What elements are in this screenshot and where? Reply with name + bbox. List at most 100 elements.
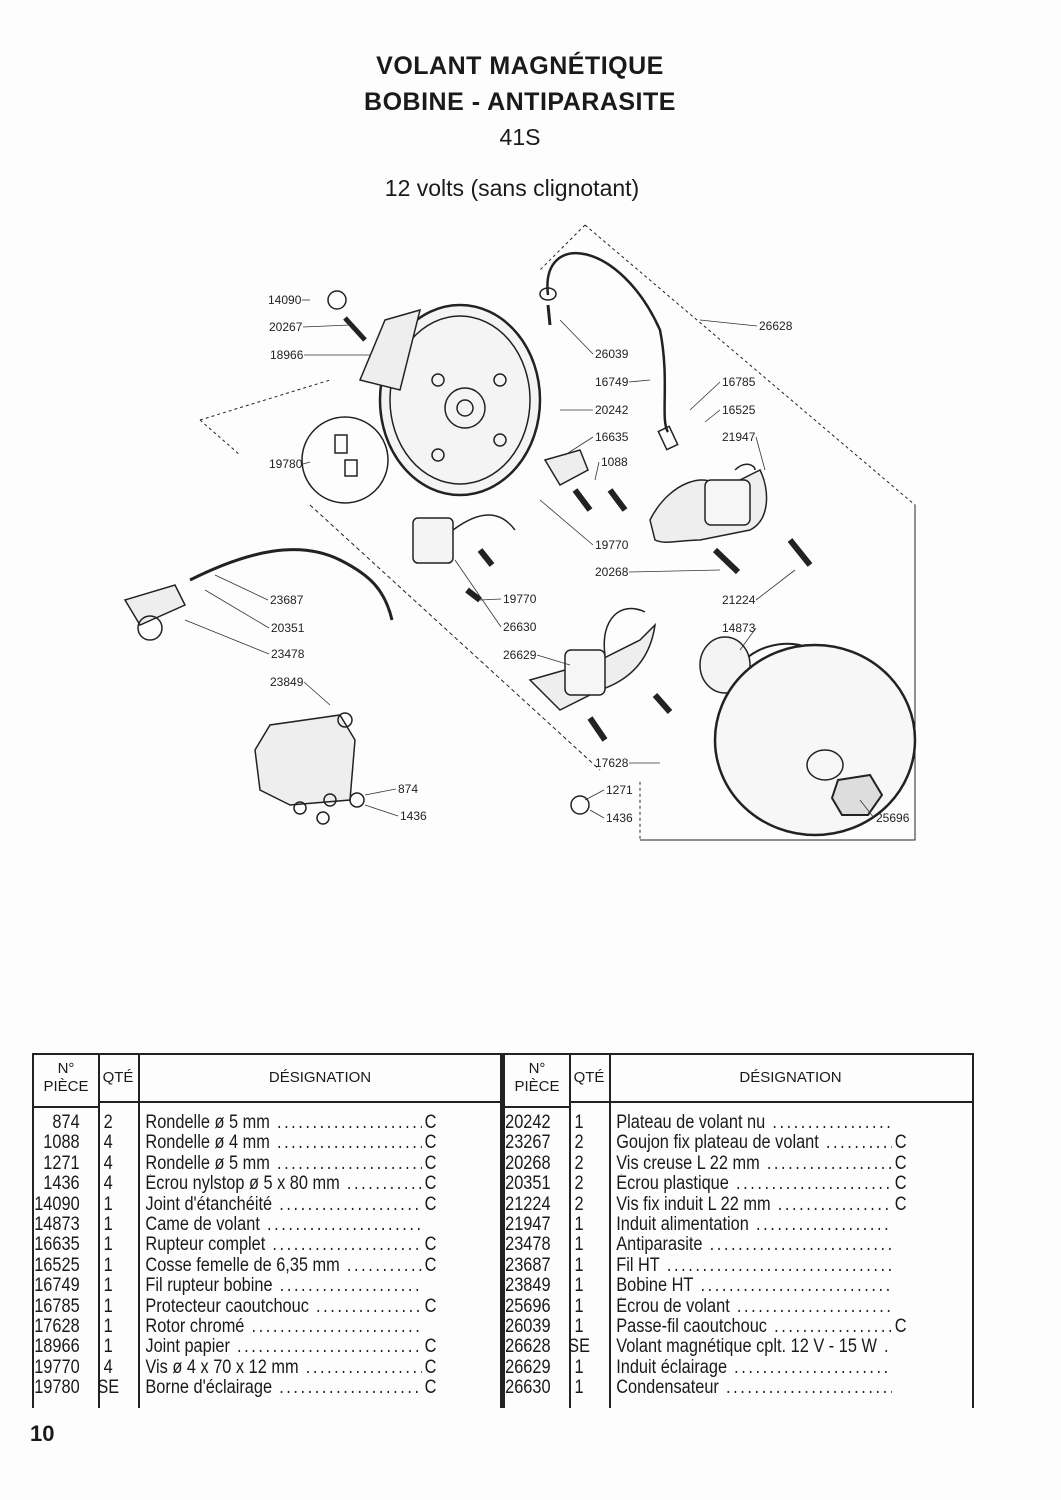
code xyxy=(892,1113,906,1133)
callout-leader-line xyxy=(302,461,311,465)
leader-dots: ........................................… xyxy=(666,1255,892,1276)
callout-label-21224: 21224 xyxy=(722,593,756,607)
code: C xyxy=(424,1112,437,1133)
callout-label-1088: 1088 xyxy=(601,455,628,469)
callout-label-874: 874 xyxy=(398,782,418,796)
callout-leader-line xyxy=(539,499,594,546)
code: C xyxy=(424,1152,437,1174)
exploded-parts-diagram: 1409020267189661978023687203512347823849… xyxy=(123,224,917,841)
designation: Induit éclairage .......................… xyxy=(616,1358,892,1378)
callout-label-14090: 14090 xyxy=(268,293,302,307)
callout-label-16635: 16635 xyxy=(595,430,629,444)
designation-text: Bobine HT xyxy=(616,1276,694,1297)
code: C xyxy=(424,1336,437,1358)
code: C xyxy=(424,1234,437,1256)
designation: Rotor chromé ...........................… xyxy=(145,1317,422,1337)
header-piece: PIÈCE xyxy=(43,1078,89,1095)
code xyxy=(422,1276,436,1296)
callout-leader-line xyxy=(302,324,351,328)
designation: Passe-fil caoutchouc ...................… xyxy=(616,1317,892,1337)
quantity: 1 xyxy=(103,1315,113,1337)
part-number: 26039 xyxy=(505,1315,551,1337)
quantity: 1 xyxy=(574,1213,584,1235)
designation: Rondelle ø 5 mm ........................… xyxy=(145,1113,422,1133)
designation-text: Borne d'éclairage xyxy=(145,1378,273,1399)
part-number: 16635 xyxy=(34,1234,80,1256)
designation: Antiparasite ...........................… xyxy=(616,1235,892,1255)
header-designation: DÉSIGNATION xyxy=(609,1055,972,1103)
code: C xyxy=(424,1377,437,1399)
part-number: 26628 xyxy=(505,1336,551,1358)
leader-dots: ........................................… xyxy=(251,1316,423,1337)
part-number: 19780 xyxy=(34,1377,80,1399)
designation-text: Fil HT xyxy=(616,1255,660,1276)
callout-label-20267: 20267 xyxy=(269,320,303,334)
quantity: 4 xyxy=(103,1132,113,1154)
quantity: 1 xyxy=(103,1275,113,1297)
leader-dots: ........................................… xyxy=(272,1235,423,1256)
designation: Rondelle ø 5 mm ........................… xyxy=(145,1154,422,1174)
designation: Volant magnétique cplt. 12 V - 15 W ....… xyxy=(616,1337,892,1357)
callout-leader-line xyxy=(699,319,758,327)
header-part-number: N° PIÈCE xyxy=(505,1055,569,1108)
quantity: 1 xyxy=(574,1254,584,1276)
part-number: 874 xyxy=(52,1112,80,1133)
designation-text: Goujon fix plateau de volant xyxy=(616,1133,819,1154)
table-row: 19770 4 Vis ø 4 x 70 x 12 mm .............… xyxy=(34,1356,436,1378)
callout-leader-line xyxy=(536,654,571,666)
callout-leader-line xyxy=(303,681,331,706)
part-number: 25696 xyxy=(505,1295,551,1317)
designation: Fil rupteur bobine .....................… xyxy=(145,1276,422,1296)
designation-text: Fil rupteur bobine xyxy=(145,1276,273,1297)
part-number: 19770 xyxy=(34,1356,80,1378)
callout-label-26628: 26628 xyxy=(759,319,793,333)
designation-text: Induit éclairage xyxy=(616,1357,728,1378)
leader-dots: ........................................… xyxy=(346,1174,423,1195)
designation-text: Rondelle ø 4 mm xyxy=(145,1133,270,1154)
part-number: 20242 xyxy=(505,1112,551,1133)
callout-leader-line xyxy=(859,799,875,819)
designation: Vis fix induit L 22 mm .................… xyxy=(616,1195,892,1215)
callout-label-17628: 17628 xyxy=(595,756,629,770)
header-no: N° xyxy=(57,1060,75,1077)
quantity: 1 xyxy=(574,1234,584,1256)
part-number: 20268 xyxy=(505,1152,551,1174)
part-number: 14090 xyxy=(34,1193,80,1215)
callout-label-1436: 1436 xyxy=(606,811,633,825)
designation-text: Joint d'étanchéité xyxy=(145,1194,273,1215)
header-designation: DÉSIGNATION xyxy=(138,1055,502,1103)
code xyxy=(892,1215,906,1235)
callout-leader-line xyxy=(364,804,399,817)
quantity: 4 xyxy=(103,1356,113,1378)
callout-label-19780: 19780 xyxy=(269,457,303,471)
code: C xyxy=(894,1315,907,1337)
designation: Écrou plastique ........................… xyxy=(616,1174,892,1194)
quantity: 1 xyxy=(103,1336,113,1358)
callout-label-26629: 26629 xyxy=(503,648,537,662)
leader-dots: ........................................… xyxy=(276,1133,422,1154)
designation-text: Vis fix induit L 22 mm xyxy=(616,1194,771,1215)
designation-text: Rotor chromé xyxy=(145,1316,245,1337)
leader-dots: ........................................… xyxy=(237,1337,423,1358)
callout-leader-line xyxy=(564,436,594,456)
callout-label-19770: 19770 xyxy=(595,538,629,552)
designation-text: Protecteur caoutchouc xyxy=(145,1296,309,1317)
designation: Vis ø 4 x 70 x 12 mm ...................… xyxy=(145,1358,422,1378)
designation: Protecteur caoutchouc ..................… xyxy=(145,1297,422,1317)
leader-dots: ........................................… xyxy=(709,1235,893,1256)
header-no: N° xyxy=(528,1060,546,1077)
designation: Condensateur ...........................… xyxy=(616,1378,892,1398)
callout-leader-line xyxy=(364,788,397,796)
code xyxy=(422,1215,436,1235)
code xyxy=(892,1358,906,1378)
leader-dots: ........................................… xyxy=(736,1296,893,1317)
